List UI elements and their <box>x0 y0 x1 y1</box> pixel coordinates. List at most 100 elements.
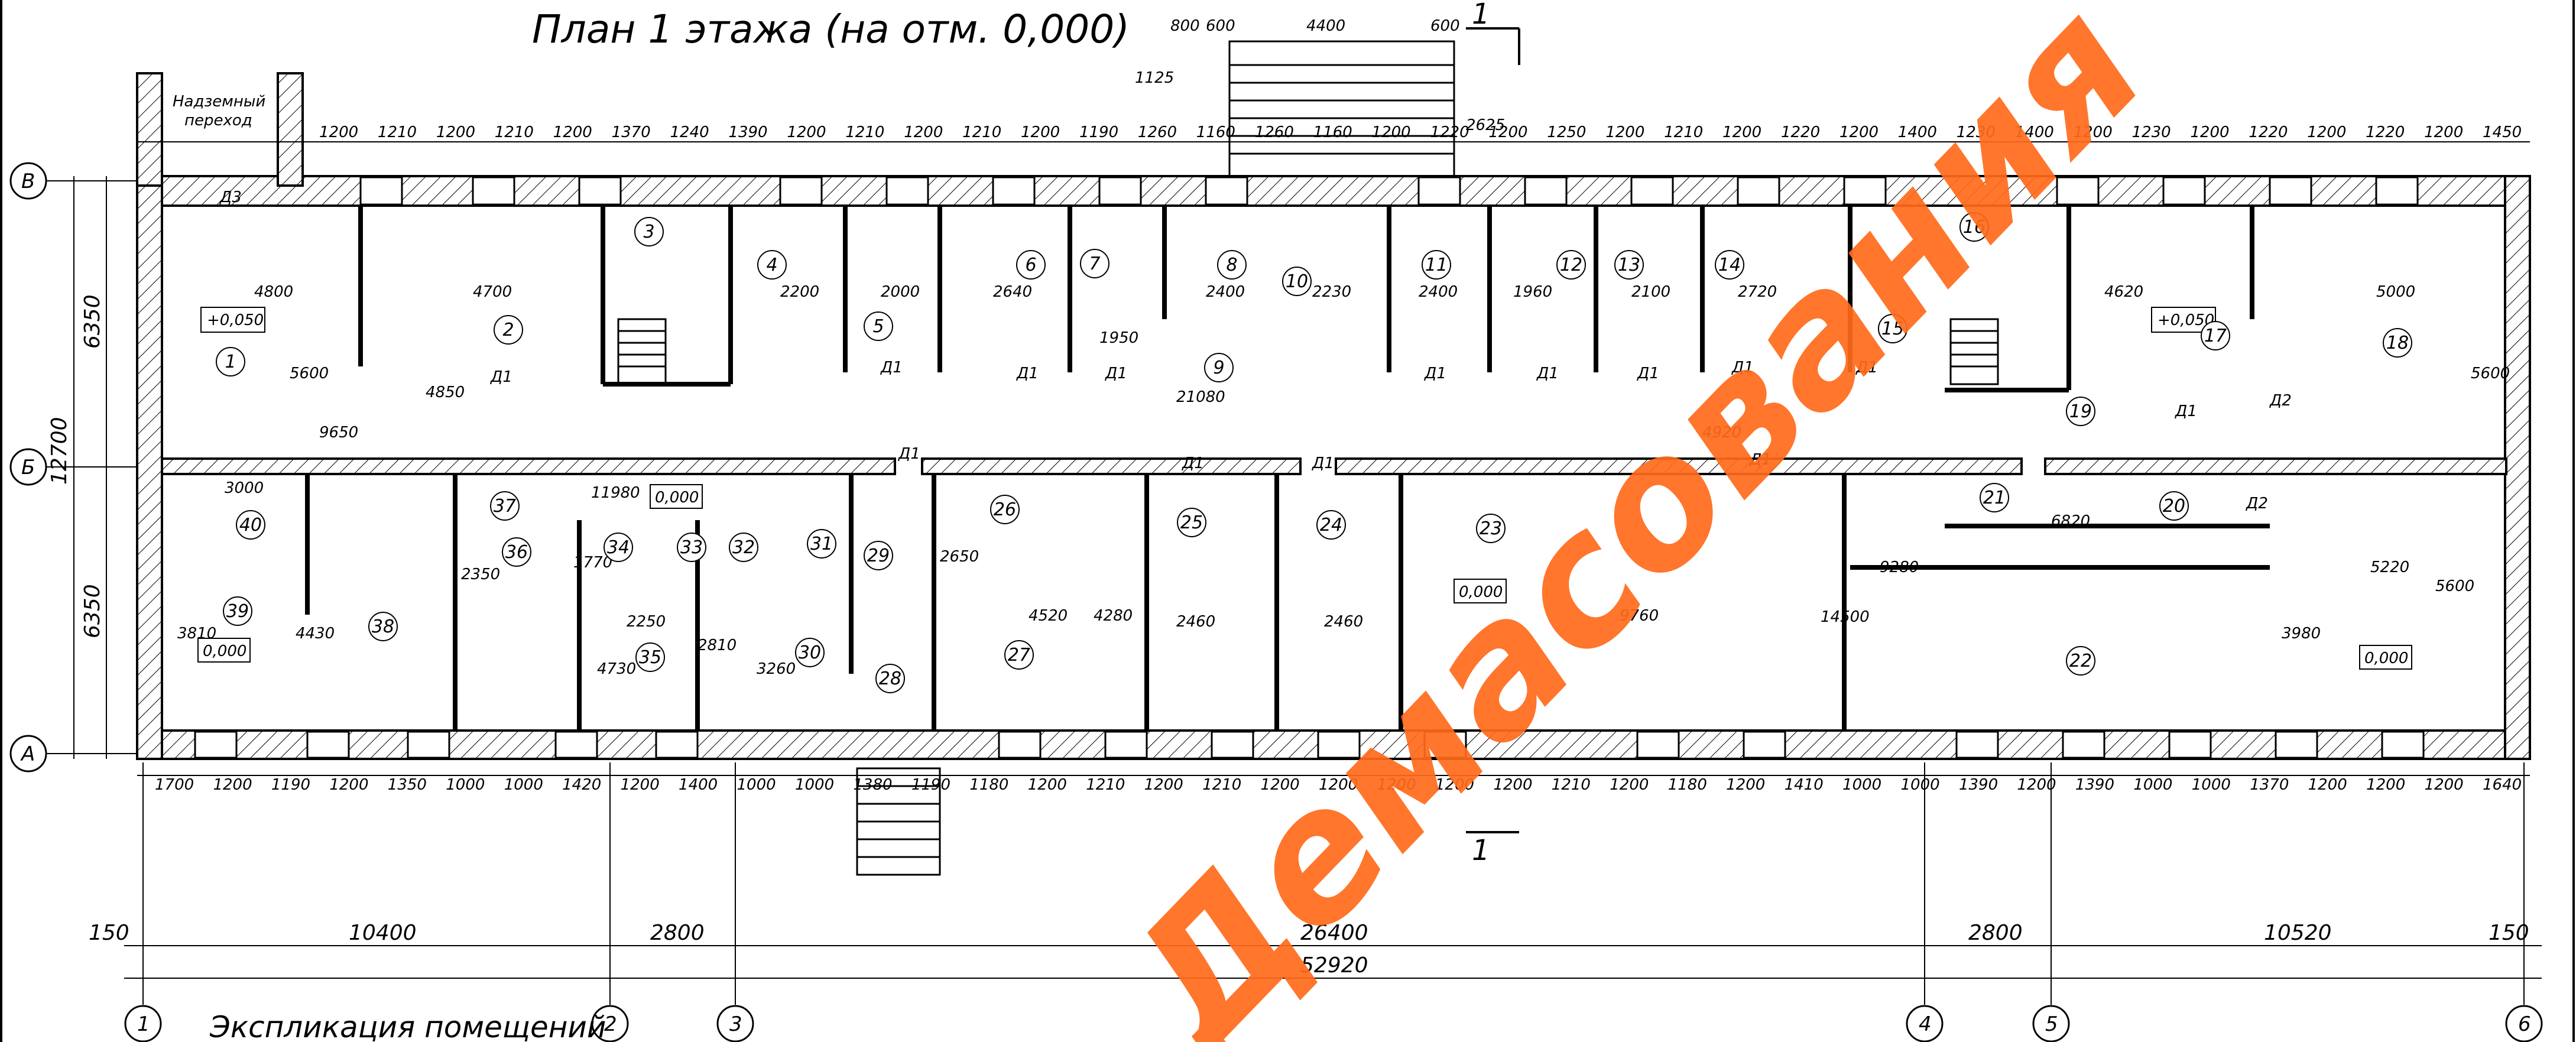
inner-dim-37: 14500 <box>1821 608 1870 626</box>
room-circle-39 <box>223 596 252 626</box>
bottom-dim-13: 1190 <box>911 776 950 794</box>
top-stair-dim-2: 4400 <box>1306 17 1345 35</box>
room-number-15: 15 <box>1881 319 1904 339</box>
room-number-28: 28 <box>879 668 901 689</box>
inner-dim-1: 5600 <box>290 365 329 382</box>
door-d1-g: Д1 <box>1637 365 1659 382</box>
top-dim-25: 1220 <box>1781 124 1820 141</box>
door-d3: Д3 <box>219 189 242 206</box>
inner-dim-28: 2810 <box>697 637 737 654</box>
bottom-dim-6: 1000 <box>504 776 543 794</box>
interior-partitions <box>305 206 2270 731</box>
bottom-dim-36: 1370 <box>2250 776 2289 794</box>
room-circle-24 <box>1316 510 1346 540</box>
external-stair-top <box>1228 40 1455 177</box>
bottom-dim-0: 150 <box>89 921 129 945</box>
height-part-top: 6350 <box>80 294 105 349</box>
bottom-dim-5: 1000 <box>446 776 485 794</box>
room-circle-37 <box>490 491 520 521</box>
overall-vertical-dims: 12700 6350 6350 <box>47 176 107 759</box>
door-d1-j: Д1 <box>898 445 920 463</box>
inner-dim-0: 4800 <box>254 283 293 301</box>
inner-dim-20: 5600 <box>2471 365 2510 382</box>
internal-stair-left <box>617 318 667 385</box>
room-circle-33 <box>677 533 706 562</box>
room-number-26: 26 <box>994 499 1016 520</box>
bottom-dim-39: 1200 <box>2425 776 2464 794</box>
inner-dim-7: 2000 <box>881 283 920 301</box>
top-dim-5: 1370 <box>612 124 651 141</box>
room-number-17: 17 <box>2204 326 2227 346</box>
top-dim-7: 1390 <box>728 124 767 141</box>
inner-dim-15: 2100 <box>1631 283 1670 301</box>
room-number-1: 1 <box>225 352 236 372</box>
section-mark-bottom: 1 <box>1472 834 1490 867</box>
bottom-dim-4: 2800 <box>1968 921 2023 945</box>
top-dim-13: 1190 <box>1079 124 1118 141</box>
room-circle-31 <box>807 529 836 559</box>
room-circle-21 <box>1980 483 2009 512</box>
inner-dim-40: 3980 <box>2282 625 2321 642</box>
bottom-dim-6: 150 <box>2489 921 2529 945</box>
top-dim-22: 1200 <box>1605 124 1644 141</box>
room-number-13: 13 <box>1618 255 1640 275</box>
room-circle-36 <box>502 537 531 567</box>
axis-col-1: 1 <box>137 1012 150 1036</box>
room-number-38: 38 <box>372 616 394 637</box>
room-circle-1 <box>216 347 245 376</box>
room-circle-32 <box>729 533 758 562</box>
inner-dim-4: 9650 <box>319 424 358 442</box>
room-circle-30 <box>795 638 825 667</box>
door-d1-e: Д1 <box>1424 365 1446 382</box>
axis-row-a: А <box>20 742 35 766</box>
top-dim-15: 1160 <box>1196 124 1235 141</box>
top-stair-dim-5: 2625 <box>1466 116 1505 134</box>
inner-dim-9: 1950 <box>1099 329 1138 347</box>
room-number-29: 29 <box>867 546 890 566</box>
room-circle-17 <box>2201 321 2230 350</box>
room-circle-13 <box>1614 250 1644 280</box>
room-circle-8 <box>1217 250 1247 280</box>
bottom-dim-37: 1200 <box>2308 776 2347 794</box>
room-circle-4 <box>757 250 787 280</box>
inner-dim-2: 4700 <box>473 283 512 301</box>
inner-dim-12: 21080 <box>1176 388 1225 406</box>
legend-title: Экспликация помещений <box>209 1010 606 1042</box>
room-circle-18 <box>2383 328 2412 358</box>
room-number-12: 12 <box>1560 255 1582 275</box>
room-number-27: 27 <box>1008 645 1030 666</box>
section-markers: 1 1 <box>1466 0 1520 867</box>
room-circle-2 <box>494 315 523 345</box>
top-dim-29: 1400 <box>2015 124 2054 141</box>
top-dim-1: 1210 <box>378 124 417 141</box>
bottom-dim-38: 1200 <box>2366 776 2405 794</box>
room-circle-38 <box>368 612 398 641</box>
external-stair-bottom <box>856 767 941 876</box>
top-dim-8: 1200 <box>787 124 826 141</box>
top-dim-32: 1200 <box>2190 124 2229 141</box>
top-dim-6: 1240 <box>670 124 709 141</box>
room-number-39: 39 <box>226 601 249 622</box>
inner-dim-3: 4850 <box>426 384 465 401</box>
bottom-dim-24: 1210 <box>1552 776 1591 794</box>
axis-row-markers: В Б А <box>9 162 137 772</box>
bottom-dim-18: 1210 <box>1202 776 1241 794</box>
internal-stair-right <box>1949 318 1999 385</box>
bridge-label-line2: переход <box>184 112 252 129</box>
room-circle-3 <box>634 217 664 246</box>
axis-col-2: 2 <box>604 1012 617 1036</box>
room-number-10: 10 <box>1286 271 1308 292</box>
top-dim-14: 1260 <box>1138 124 1177 141</box>
room-circle-11 <box>1422 250 1451 280</box>
bottom-dim-17: 1200 <box>1144 776 1183 794</box>
door-d1-k: Д1 <box>1182 455 1204 472</box>
bottom-dim-12: 1380 <box>853 776 892 794</box>
bottom-dim-0: 1700 <box>155 776 194 794</box>
room-circle-25 <box>1177 508 1206 537</box>
bottom-dim-2: 2800 <box>650 921 705 945</box>
bottom-dim-23: 1200 <box>1493 776 1532 794</box>
room-number-4: 4 <box>766 255 777 275</box>
room-number-20: 20 <box>2163 496 2185 517</box>
